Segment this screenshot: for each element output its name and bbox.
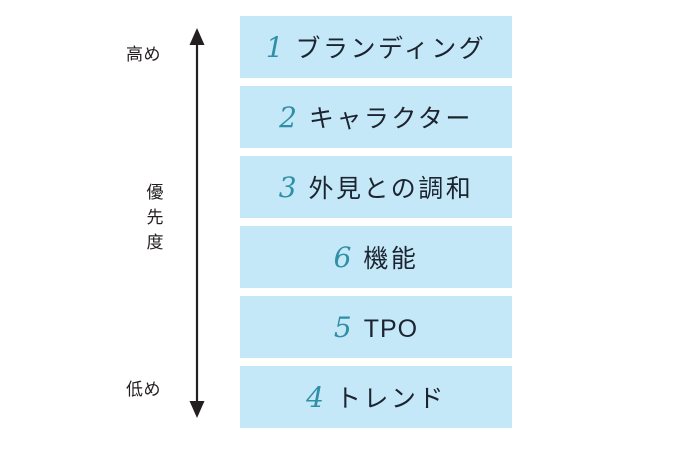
ranked-bar-list: 1 ブランディング 2 キャラクター 3 外見との調和 6 機能 5: [240, 16, 512, 428]
axis-label-priority: 優 先 度: [144, 180, 166, 255]
bar-row: 5 TPO: [240, 296, 512, 358]
axis-label-low: 低め: [126, 380, 161, 399]
bar-content: 3 外見との調和: [279, 169, 474, 205]
bar-row: 4 トレンド: [240, 366, 512, 428]
bar-content: 5 TPO: [334, 311, 418, 344]
bar-rank-number: 6: [333, 241, 352, 274]
bar-row: 6 機能: [240, 226, 512, 288]
bar-rank-number: 5: [333, 310, 352, 344]
axis-label-priority-char-1: 優: [146, 183, 164, 202]
bar-row: 3 外見との調和: [240, 156, 512, 218]
bar-row: 1 ブランディング: [240, 16, 512, 78]
bar-content: 6 機能: [334, 239, 419, 275]
axis-label-high: 高め: [126, 45, 161, 64]
double-arrow-icon: [189, 28, 205, 418]
bar-rank-number: 3: [278, 171, 297, 204]
bar-label-text: ブランディング: [295, 35, 487, 63]
bar-label-text: 外見との調和: [308, 175, 474, 203]
bar-label-text: 機能: [363, 245, 419, 273]
bar-rank-number: 4: [306, 381, 324, 414]
bar-content: 4 トレンド: [306, 379, 446, 415]
priority-axis: 高め 優 先 度 低め: [118, 0, 228, 453]
axis-label-priority-char-2: 先: [146, 208, 164, 227]
axis-label-priority-char-3: 度: [146, 233, 164, 252]
bar-label-text: TPO: [363, 314, 419, 343]
bar-label-text: キャラクター: [308, 105, 473, 133]
bar-content: 1 ブランディング: [266, 29, 487, 65]
bar-rank-number: 2: [279, 101, 297, 134]
bar-label-text: トレンド: [335, 385, 446, 413]
bar-content: 2 キャラクター: [279, 99, 473, 135]
bar-row: 2 キャラクター: [240, 86, 512, 148]
bar-rank-number: 1: [265, 31, 284, 64]
